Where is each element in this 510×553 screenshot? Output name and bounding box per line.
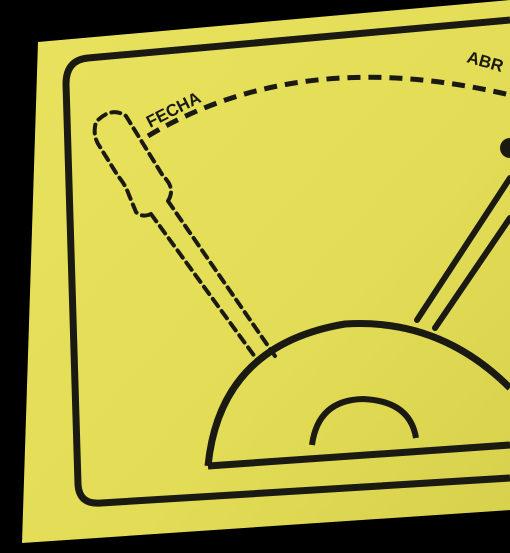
photo-stage: FECHA ABR — [0, 0, 510, 553]
sign-illustration: FECHA ABR — [0, 0, 510, 553]
